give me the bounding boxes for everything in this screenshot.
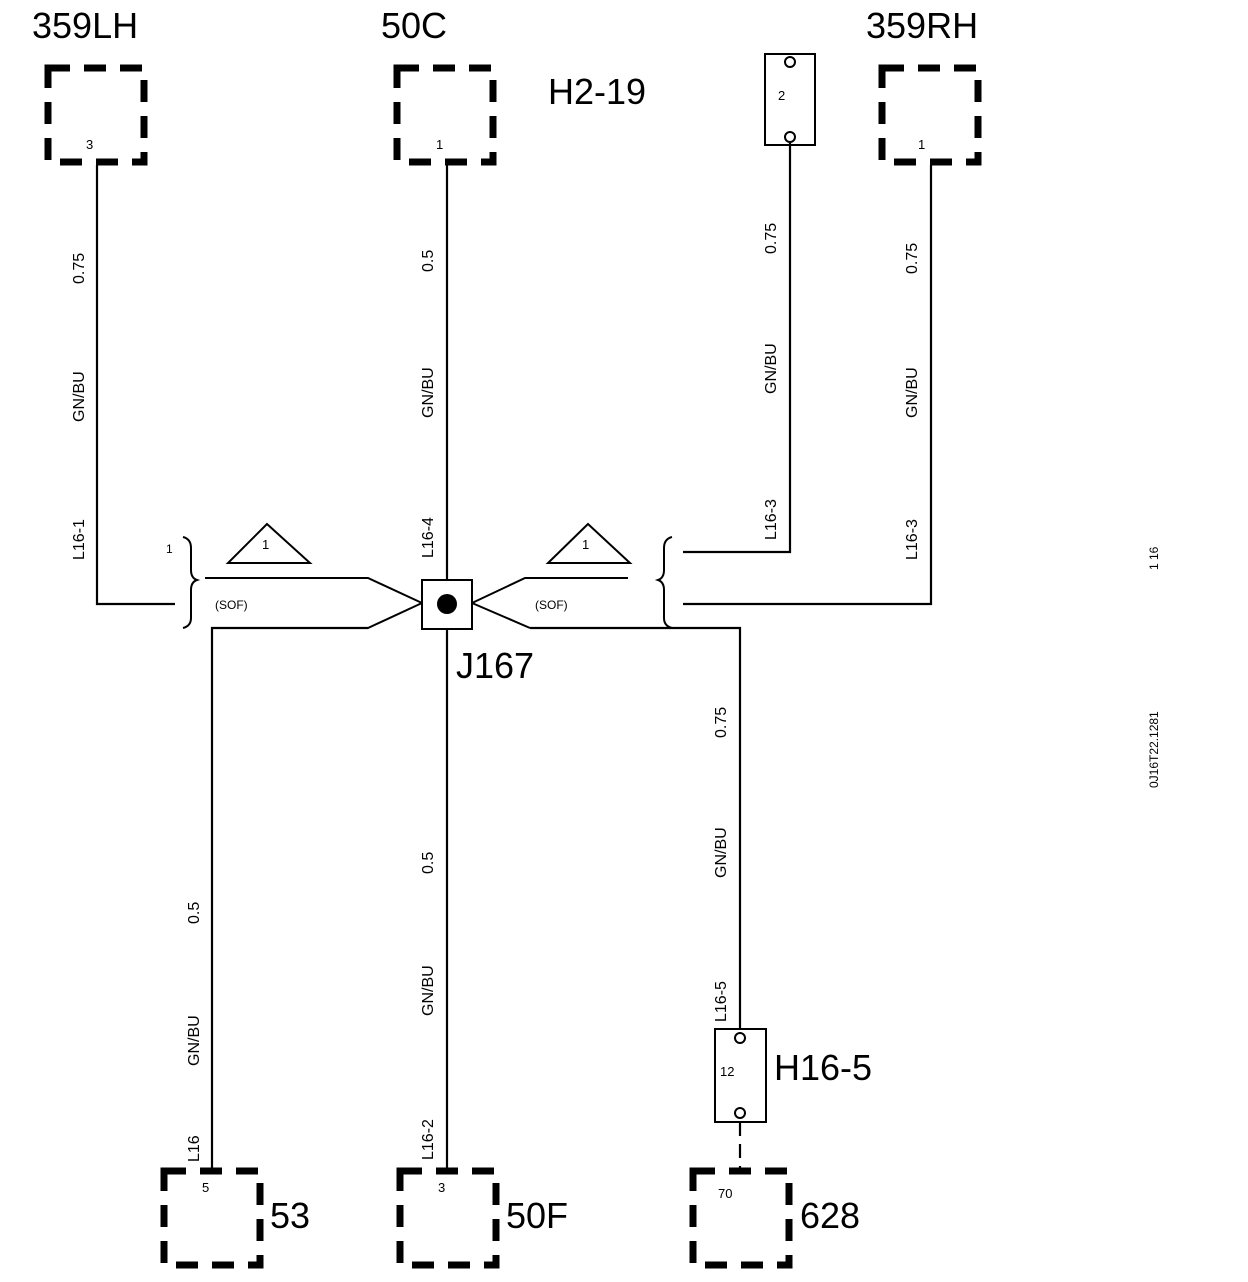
sof-left-bottom-line <box>212 602 423 629</box>
inline-h16-5-body <box>714 1028 767 1123</box>
connector-359lh: 359LH 3 <box>32 5 148 166</box>
inline-connector-h2-19: 2 <box>764 53 816 146</box>
wire-l16-3-a-circuit: L16-3 <box>763 499 780 540</box>
connector-50c: 50C 1 <box>381 5 497 166</box>
wire-l16-3-b-circuit: L16-3 <box>904 519 921 560</box>
wire-l16-size: 0.5 <box>186 902 203 924</box>
bracket-left-mark: 1 <box>166 542 173 556</box>
connector-628-pin: 70 <box>718 1186 732 1201</box>
side-drawing-code: 0J16T22.1281 <box>1147 711 1161 788</box>
connector-50c-pin: 1 <box>436 137 443 152</box>
sof-right-bottom-line <box>471 602 531 629</box>
sof-left-top-line <box>205 577 423 604</box>
inline-h16-5-pin: 12 <box>720 1064 734 1079</box>
bracket-right <box>654 536 673 629</box>
connector-359rh-outline <box>878 64 982 166</box>
connector-628: 70 628 <box>689 1167 860 1269</box>
inline-h2-19-terminal-top <box>784 56 796 68</box>
sof-right-top-line <box>471 577 628 604</box>
inline-connector-h16-5: 12 H16-5 <box>714 1028 872 1123</box>
wire-l16-5-color: GN/BU <box>713 827 730 878</box>
connector-53-label: 53 <box>270 1195 310 1236</box>
sof-right: (SOF) <box>471 577 628 629</box>
connector-50f: 3 50F <box>396 1167 568 1269</box>
connector-359lh-outline <box>44 64 148 166</box>
connector-50f-outline <box>396 1167 500 1269</box>
wire-l16-1-circuit: L16-1 <box>71 519 88 560</box>
splice-j167: J167 <box>421 579 534 686</box>
connector-53: 5 53 <box>160 1167 310 1269</box>
inline-h16-5-label: H16-5 <box>774 1047 872 1088</box>
wire-l16-color: GN/BU <box>186 1015 203 1066</box>
bracket-left <box>182 536 201 629</box>
wire-l16-1-size: 0.75 <box>71 253 88 284</box>
note-right-number: 1 <box>582 537 589 552</box>
connector-359rh-label: 359RH <box>866 5 978 46</box>
wire-l16-circuit: L16 <box>186 1135 203 1162</box>
wire-l16-5-circuit: L16-5 <box>713 981 730 1022</box>
wire-l16-3-a <box>683 143 792 554</box>
sof-left-label: (SOF) <box>215 598 248 612</box>
wire-l16-3-a-size: 0.75 <box>763 223 780 254</box>
wire-l16-2-color: GN/BU <box>420 965 437 1016</box>
wire-l16-2-circuit: L16-2 <box>420 1119 437 1160</box>
connector-359lh-pin: 3 <box>86 137 93 152</box>
splice-label: J167 <box>456 645 534 686</box>
wire-l16-3-a-color: GN/BU <box>763 343 780 394</box>
wire-l16-5 <box>530 626 742 1030</box>
wire-l16-3-b-color: GN/BU <box>904 367 921 418</box>
connector-50c-outline <box>393 64 497 166</box>
wire-l16-3-b-size: 0.75 <box>904 243 921 274</box>
wire-l16-2-size: 0.5 <box>420 852 437 874</box>
inline-h2-19-label: H2-19 <box>548 71 646 112</box>
warning-triangle-icon <box>225 522 313 564</box>
splice-dot-icon <box>437 594 457 614</box>
connector-359rh-pin: 1 <box>918 137 925 152</box>
connector-53-outline <box>160 1167 264 1269</box>
wire-l16-1 <box>95 165 175 606</box>
sof-right-label: (SOF) <box>535 598 568 612</box>
note-triangle-left: 1 <box>225 522 313 564</box>
sof-left: (SOF) <box>205 577 423 629</box>
connector-628-outline <box>689 1167 793 1269</box>
side-page-number: 1 16 <box>1147 546 1161 570</box>
connector-628-label: 628 <box>800 1195 860 1236</box>
wire-l16 <box>210 626 368 1170</box>
note-triangle-right: 1 <box>545 522 633 564</box>
wire-l16-4-circuit: L16-4 <box>420 517 437 558</box>
inline-h2-19-body <box>764 53 816 146</box>
wire-l16-4-size: 0.5 <box>420 250 437 272</box>
warning-triangle-icon <box>545 522 633 564</box>
inline-h16-5-terminal-bottom <box>734 1107 746 1119</box>
wire-l16-3-b <box>683 165 933 606</box>
inline-h2-19-pin: 2 <box>778 88 785 103</box>
connector-50f-label: 50F <box>506 1195 568 1236</box>
inline-h16-5-terminal-top <box>734 1032 746 1044</box>
note-left-number: 1 <box>262 537 269 552</box>
wire-l16-5-size: 0.75 <box>713 707 730 738</box>
inline-h2-19-terminal-bottom <box>784 131 796 143</box>
wire-l16-1-color: GN/BU <box>71 371 88 422</box>
wire-l16-4-color: GN/BU <box>420 367 437 418</box>
connector-53-pin: 5 <box>202 1180 209 1195</box>
connector-50c-label: 50C <box>381 5 447 46</box>
connector-359lh-label: 359LH <box>32 5 138 46</box>
connector-359rh: 359RH 1 <box>866 5 982 166</box>
connector-50f-pin: 3 <box>438 1180 445 1195</box>
